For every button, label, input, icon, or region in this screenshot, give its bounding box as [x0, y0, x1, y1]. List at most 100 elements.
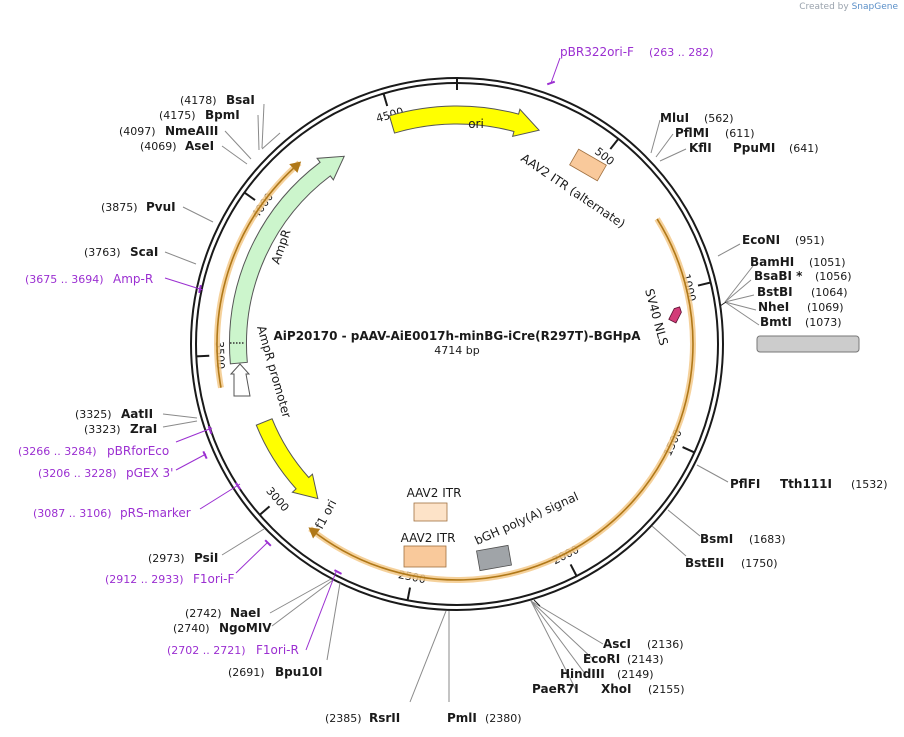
site-pflfi: PflFI — [730, 477, 760, 491]
site-econi: EcoNI — [742, 233, 780, 247]
primer-pgex-range: (3206 .. 3228) — [38, 467, 117, 480]
ampr-promoter-arrow[interactable] — [229, 363, 251, 397]
primer-ring-mark — [207, 425, 213, 435]
site-asei: AseI — [185, 139, 214, 153]
leader-line — [724, 279, 752, 303]
primer-f1orir-range: (2702 .. 2721) — [167, 644, 246, 657]
itr-box-a[interactable] — [413, 502, 448, 522]
site-bmti: BmtI — [760, 315, 792, 329]
sv40-nls-marker[interactable] — [668, 305, 683, 324]
f1ori-label: f1 ori — [312, 497, 339, 531]
site-bstbi-pos: (1064) — [811, 286, 848, 299]
ruler-tick — [682, 446, 695, 454]
itr-alternate-box[interactable] — [569, 148, 607, 182]
primer-pbrforeco-range: (3266 .. 3284) — [18, 445, 97, 458]
site-nhei: NheI — [758, 300, 789, 314]
primer-prs-range: (3087 .. 3106) — [33, 507, 112, 520]
primer-ring-mark — [546, 80, 556, 86]
leader-line — [655, 133, 674, 158]
ruler-tick — [196, 354, 210, 358]
site-ppumi: PpuMI — [733, 141, 775, 155]
site-pvui-pos: (3875) — [101, 201, 138, 214]
site-nmeaiii-pos: (4097) — [119, 125, 156, 138]
primer-pbr322ori: pBR322ori-F — [560, 45, 634, 59]
leader-line — [717, 243, 741, 257]
site-pflfi-pos: (1532) — [851, 478, 888, 491]
ruler-tick — [406, 587, 411, 601]
leader-line — [409, 610, 447, 703]
site-bsteii: BstEII — [685, 556, 724, 570]
map-labels: AiP20170 - pAAV-AiE0017h-minBG-iCre(R297… — [18, 45, 888, 725]
leader-line — [724, 301, 760, 326]
snapgene-brand: Created by SnapGene — [799, 2, 898, 12]
leader-line — [182, 206, 214, 223]
site-hindiii: HindIII — [560, 667, 605, 681]
leader-line — [269, 578, 332, 614]
feature-arcs — [214, 105, 696, 583]
brand-app-name: SnapGene — [851, 2, 898, 12]
bgh-polya-box[interactable] — [476, 544, 512, 572]
site-paer7i-pos: (2155) — [648, 683, 685, 696]
sv40-nls-label: SV40 NLS — [642, 287, 671, 347]
leader-line — [724, 265, 754, 303]
site-zrai: ZraI — [130, 422, 157, 436]
leader-line — [261, 132, 281, 150]
site-pmli-pos: (2380) — [485, 712, 522, 725]
itr-box-b[interactable] — [403, 545, 447, 568]
leader-line — [162, 420, 198, 428]
primer-prs: pRS-marker — [120, 506, 191, 520]
ruler-tick — [609, 138, 620, 150]
ori-arrow[interactable] — [388, 105, 541, 138]
site-nhei-pos: (1069) — [807, 301, 844, 314]
primer-leader — [175, 427, 213, 443]
leader-line — [261, 103, 265, 149]
site-ngomiv: NgoMIV — [219, 621, 272, 635]
site-xhoi: XhoI — [601, 682, 632, 696]
primer-ampr: Amp-R — [113, 272, 153, 286]
primer-ring-mark — [202, 450, 208, 460]
ruler-tick — [382, 93, 389, 107]
site-hindiii-pos: (2149) — [617, 668, 654, 681]
leader-line — [650, 119, 661, 154]
site-bpmi-pos: (4175) — [159, 109, 196, 122]
primer-f1orir: F1ori-R — [256, 643, 299, 657]
ampr-outline-arc[interactable] — [216, 162, 301, 388]
primer-leader — [235, 541, 269, 574]
itr-a-label: AAV2 ITR — [407, 486, 462, 500]
ruler-tick — [259, 505, 271, 516]
site-naei-pos: (2742) — [185, 607, 222, 620]
site-bstbi: BstBI — [757, 285, 793, 299]
primer-pbr322ori-range: (263 .. 282) — [649, 46, 714, 59]
primer-leader — [305, 571, 337, 651]
site-kfli-pos: (641) — [789, 142, 819, 155]
site-zrai-pos: (3323) — [84, 423, 121, 436]
site-bsteii-pos: (1750) — [741, 557, 778, 570]
site-paer7i: PaeR7I — [532, 682, 579, 696]
site-asei-pos: (4069) — [140, 140, 177, 153]
site-naei: NaeI — [230, 606, 261, 620]
leader-line — [530, 600, 595, 661]
bgh-label: bGH poly(A) signal — [473, 489, 581, 547]
plasmid-name: AiP20170 - pAAV-AiE0017h-minBG-iCre(R297… — [274, 329, 642, 343]
leader-line — [696, 464, 729, 483]
site-mlui: MluI — [660, 111, 689, 125]
site-scai: ScaI — [130, 245, 158, 259]
ampr-arrow[interactable] — [229, 155, 346, 365]
site-psii-pos: (2973) — [148, 552, 185, 565]
leader-line — [530, 600, 604, 645]
primer-pgex: pGEX 3' — [126, 466, 173, 480]
site-mlui-pos: (562) — [704, 112, 734, 125]
site-bpmi: BpmI — [205, 108, 240, 122]
ruler-tick — [243, 191, 256, 201]
site-pmli: PmlI — [447, 711, 477, 725]
f1ori-arrow[interactable] — [255, 418, 319, 500]
cds-arc[interactable] — [309, 218, 694, 581]
leader-line — [724, 294, 755, 303]
site-bpu10i-pos: (2691) — [228, 666, 265, 679]
ruler-tick — [697, 281, 711, 287]
kozak-badge[interactable] — [756, 335, 860, 353]
leader-line — [257, 114, 260, 151]
site-bmti-pos: (1073) — [805, 316, 842, 329]
leader-line — [659, 148, 687, 162]
leader-line — [651, 525, 687, 557]
